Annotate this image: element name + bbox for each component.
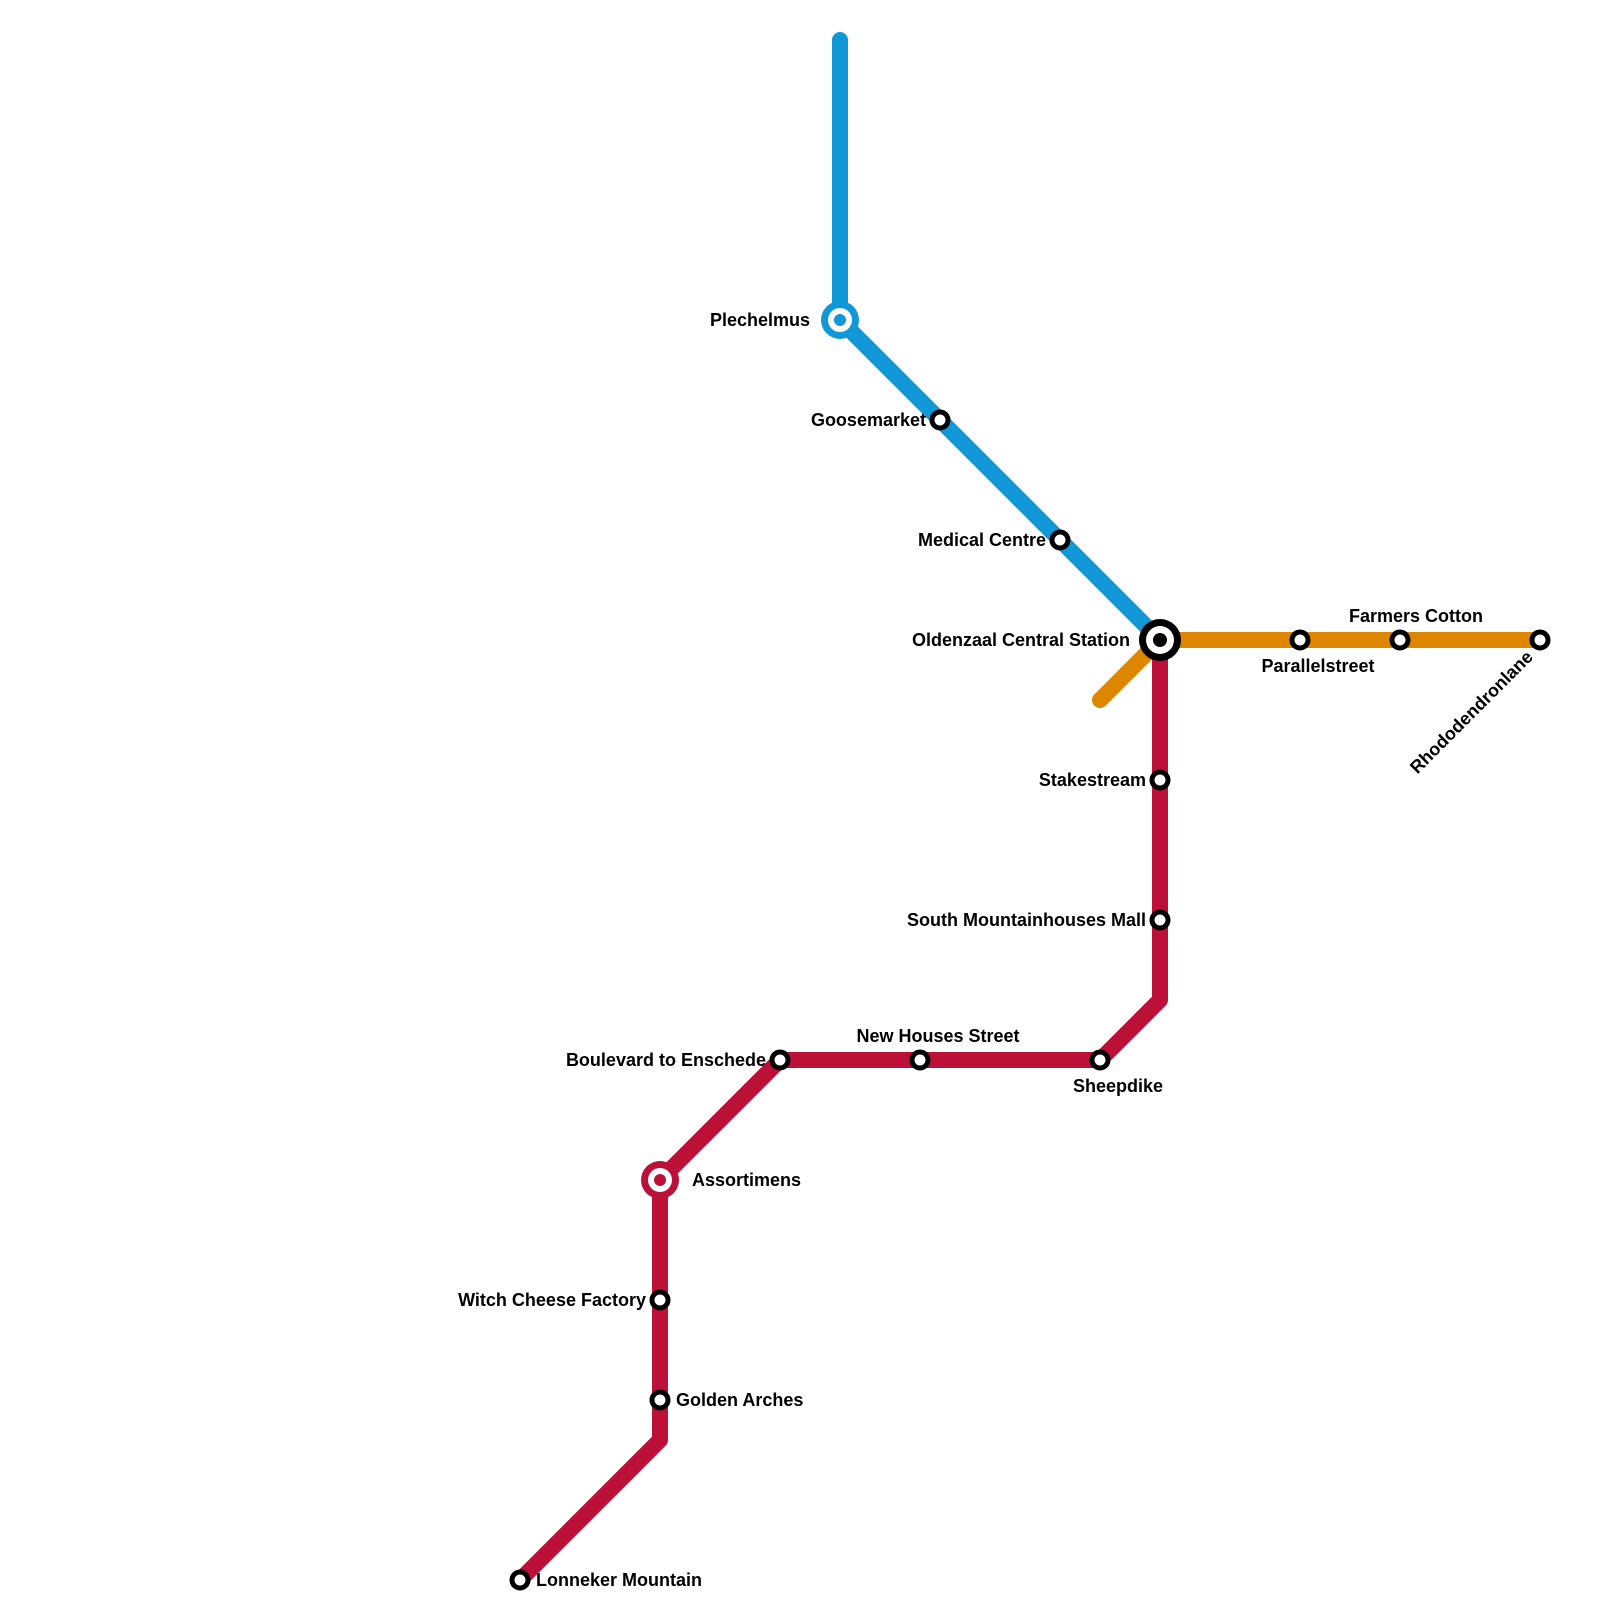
interchanges [641, 301, 1181, 1199]
label-witch-cheese-factory: Witch Cheese Factory [458, 1290, 646, 1310]
label-medical-centre: Medical Centre [918, 530, 1046, 550]
label-assortimens: Assortimens [692, 1170, 801, 1190]
stops [509, 409, 1551, 1591]
interchange-oldenzaal-central-station[interactable] [1139, 619, 1181, 661]
interchange-assortimens[interactable] [641, 1161, 679, 1199]
label-new-houses-street: New Houses Street [856, 1026, 1019, 1046]
label-plechelmus: Plechelmus [710, 310, 810, 330]
stop-farmers-cotton[interactable] [1389, 629, 1411, 651]
route-lines [512, 32, 1548, 1588]
label-goosemarket: Goosemarket [811, 410, 926, 430]
blue-line[interactable] [832, 32, 1168, 648]
label-rhododendronlane: Rhododendronlane [1406, 647, 1537, 778]
label-boulevard-to-enschede: Boulevard to Enschede [566, 1050, 766, 1070]
label-oldenzaal-central-station: Oldenzaal Central Station [912, 630, 1130, 650]
stop-goosemarket[interactable] [929, 409, 951, 431]
stop-boulevard-to-enschede[interactable] [769, 1049, 791, 1071]
label-parallelstreet: Parallelstreet [1261, 656, 1374, 676]
stop-medical-centre[interactable] [1049, 529, 1071, 551]
label-farmers-cotton: Farmers Cotton [1349, 606, 1483, 626]
stop-new-houses-street[interactable] [909, 1049, 931, 1071]
stop-parallelstreet[interactable] [1289, 629, 1311, 651]
label-lonneker-mountain: Lonneker Mountain [536, 1570, 702, 1590]
stop-rhododendronlane[interactable] [1529, 629, 1551, 651]
label-golden-arches: Golden Arches [676, 1390, 803, 1410]
interchange-plechelmus[interactable] [821, 301, 859, 339]
label-south-mountainhouses-mall: South Mountainhouses Mall [907, 910, 1146, 930]
stop-sheepdike[interactable] [1089, 1049, 1111, 1071]
stop-lonneker-mountain[interactable] [509, 1569, 531, 1591]
label-sheepdike: Sheepdike [1073, 1076, 1163, 1096]
label-stakestream: Stakestream [1039, 770, 1146, 790]
stop-golden-arches[interactable] [649, 1389, 671, 1411]
station-labels: Plechelmus Goosemarket Medical Centre Ol… [458, 310, 1537, 1590]
stop-stakestream[interactable] [1149, 769, 1171, 791]
stop-south-mountainhouses-mall[interactable] [1149, 909, 1171, 931]
stop-witch-cheese-factory[interactable] [649, 1289, 671, 1311]
